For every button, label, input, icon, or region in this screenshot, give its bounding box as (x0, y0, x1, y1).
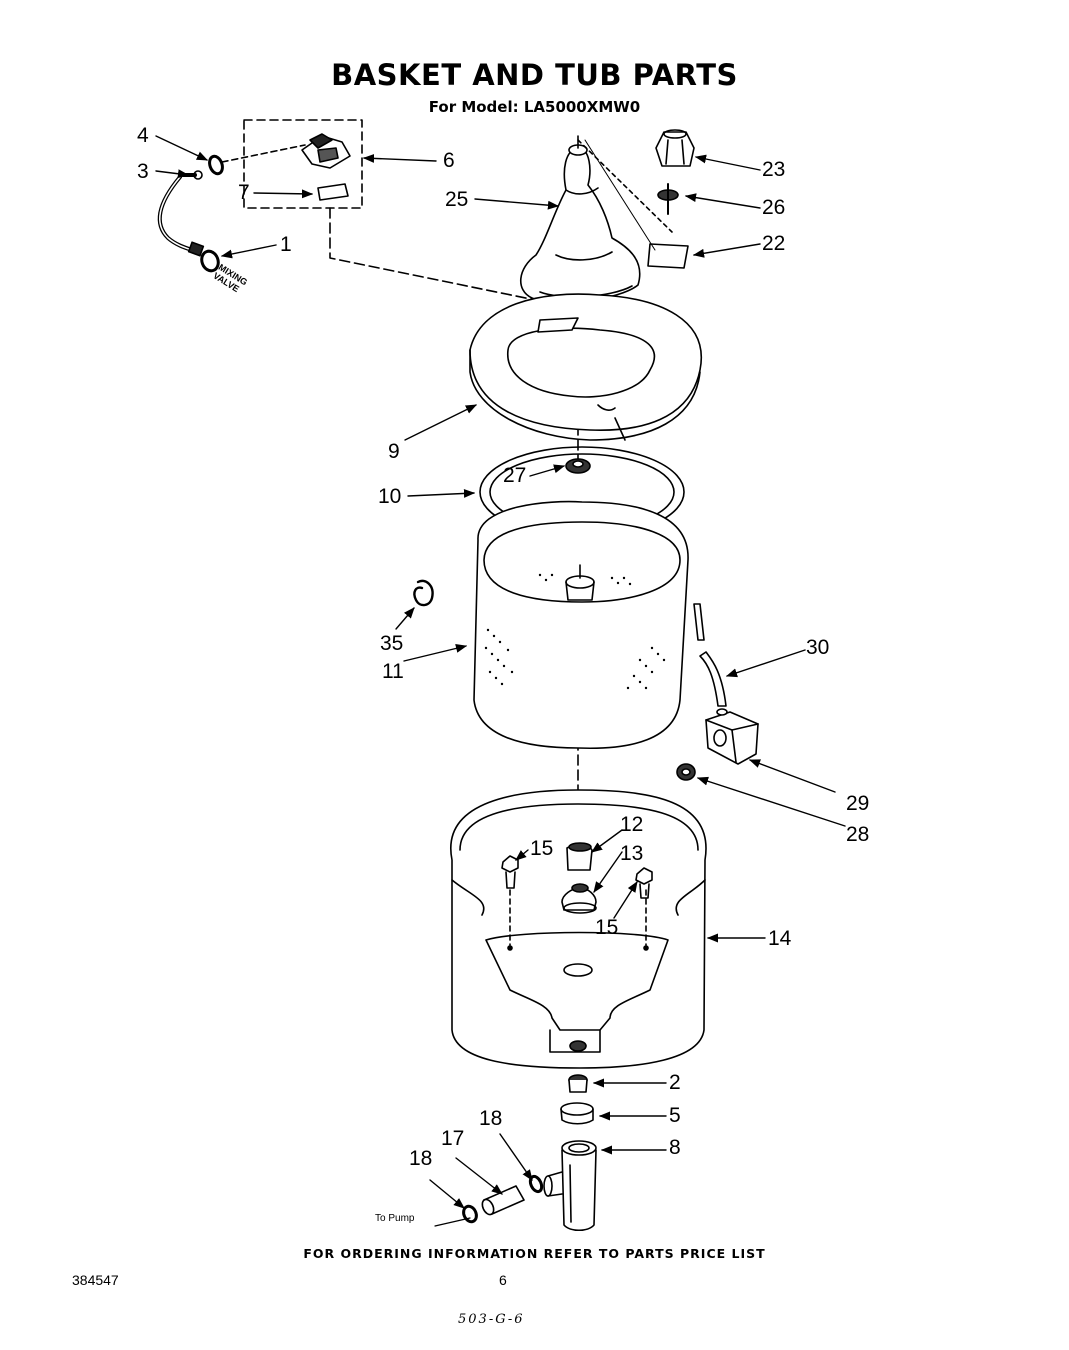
callout-3: 3 (137, 160, 149, 183)
part-8-tee-hose (543, 1140, 597, 1232)
part-25-agitator (520, 135, 641, 304)
part-15-bolt-right (635, 867, 653, 899)
part-5-clamp (560, 1102, 594, 1125)
part-27-nut (565, 458, 591, 474)
part-12-bushing (566, 842, 593, 871)
callout-8: 8 (669, 1136, 681, 1159)
callout-26: 26 (762, 196, 786, 219)
part-7-pad (317, 183, 349, 201)
part-22-plate (647, 243, 689, 269)
part-4-ring (208, 154, 224, 176)
callout-11: 11 (382, 660, 404, 683)
callout-18-upper: 18 (479, 1107, 503, 1130)
callout-13: 13 (620, 842, 644, 865)
callout-18-lower: 18 (409, 1147, 433, 1170)
callout-17: 17 (441, 1127, 465, 1150)
page-title: BASKET AND TUB PARTS (331, 58, 738, 92)
callout-22: 22 (762, 232, 786, 255)
part-23-cap (655, 129, 695, 167)
part-18-ring-lower (462, 1204, 478, 1224)
part-13-seal (561, 883, 597, 914)
callout-29: 29 (846, 792, 870, 815)
part-2-grommet (568, 1074, 588, 1093)
callout-12: 12 (620, 813, 644, 836)
callout-25: 25 (445, 188, 469, 211)
page-number: 6 (499, 1272, 507, 1288)
group-box-6-7 (243, 119, 363, 209)
part-35-clip (413, 579, 434, 607)
callout-2: 2 (669, 1071, 681, 1094)
callout-15-upper: 15 (530, 837, 554, 860)
callout-10: 10 (378, 485, 402, 508)
callout-23: 23 (762, 158, 786, 181)
part-30-hose (693, 603, 727, 707)
callout-15-lower: 15 (595, 916, 619, 939)
callout-7: 7 (238, 181, 250, 204)
callout-35: 35 (380, 632, 404, 655)
callout-4: 4 (137, 124, 149, 147)
part-6-inlet-fitting (301, 133, 351, 169)
part-17-hose (481, 1185, 525, 1216)
document-number: 384547 (72, 1272, 119, 1288)
callout-9: 9 (388, 440, 400, 463)
part-3-hose (157, 170, 205, 257)
part-11-basket (473, 500, 689, 750)
part-15-bolt-left (501, 855, 519, 889)
part-14-outer-tub (449, 789, 707, 1069)
part-26-seal (657, 183, 679, 215)
callout-30: 30 (806, 636, 830, 659)
leader-arrows (155, 135, 846, 1209)
callout-28: 28 (846, 823, 870, 846)
ordering-info-footer: FOR ORDERING INFORMATION REFER TO PARTS … (303, 1246, 766, 1261)
callout-27: 27 (503, 464, 527, 487)
handwritten-note: 503-G-6 (458, 1312, 525, 1327)
callout-5: 5 (669, 1104, 681, 1127)
callout-14: 14 (768, 927, 792, 950)
callout-1: 1 (280, 233, 292, 256)
part-9-tub-ring (469, 293, 703, 441)
part-28-grommet (676, 763, 696, 781)
callout-6: 6 (443, 149, 455, 172)
part-29-valve (705, 708, 759, 765)
model-subtitle: For Model: LA5000XMW0 (428, 98, 641, 116)
to-pump-note: To Pump (375, 1213, 415, 1224)
part-1-ring (200, 249, 220, 273)
